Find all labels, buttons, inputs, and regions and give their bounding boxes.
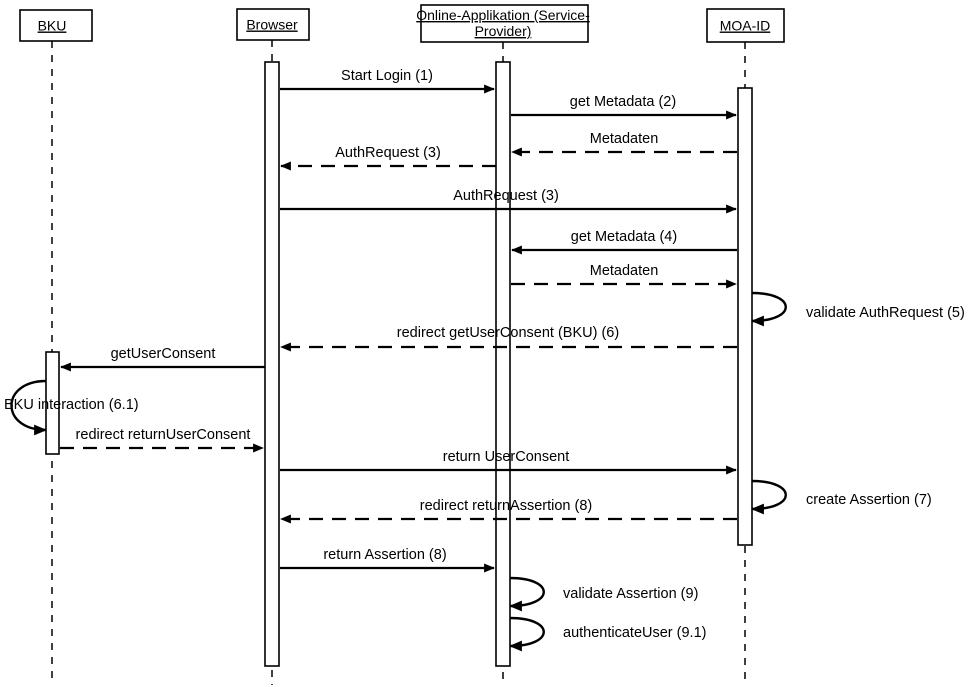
message-label-7: Metadaten — [590, 263, 659, 279]
lifeline-box-bku[interactable] — [19, 9, 93, 42]
lifeline-label-oa-line2: Provider) — [475, 23, 532, 39]
activation-bar-bku — [45, 351, 60, 455]
self-message-loop-5 — [508, 616, 545, 652]
self-message-label-5: authenticateUser (9.1) — [563, 625, 706, 641]
self-message-label-4: validate Assertion (9) — [563, 586, 698, 602]
self-message-loop-1 — [750, 291, 787, 327]
self-message-label-1: validate AuthRequest (5) — [806, 305, 965, 321]
self-message-loop-4 — [508, 576, 545, 612]
lifeline-box-moaid[interactable] — [706, 8, 785, 43]
lifeline-label-oa-line1: Online-Applikation (Service- — [416, 7, 590, 23]
activation-bar-moaid — [737, 87, 753, 546]
lifeline-box-oa[interactable] — [420, 4, 589, 43]
activation-bars — [45, 61, 753, 667]
lifeline-label-bku: BKU — [38, 18, 67, 34]
self-message-label-3: create Assertion (7) — [806, 492, 932, 508]
message-label-3: Metadaten — [590, 131, 659, 147]
message-label-13: return Assertion (8) — [323, 547, 446, 563]
message-label-5: AuthRequest (3) — [453, 188, 559, 204]
lifeline-box-browser[interactable] — [236, 8, 310, 41]
message-label-10: redirect returnUserConsent — [76, 427, 251, 443]
message-labels: Start Login (1) get Metadata (2) Metadaten… — [4, 68, 965, 641]
message-label-9: getUserConsent — [111, 346, 216, 362]
self-message-loop-2 — [10, 379, 48, 436]
message-label-6: get Metadata (4) — [571, 229, 677, 245]
message-arrows — [60, 84, 737, 573]
activation-bar-oa — [495, 61, 511, 667]
self-message-loop-3 — [750, 479, 787, 515]
message-label-1: Start Login (1) — [341, 68, 433, 84]
lifeline-label-browser: Browser — [246, 17, 298, 33]
message-label-4: AuthRequest (3) — [335, 145, 441, 161]
self-message-loops — [10, 291, 787, 652]
lifeline-header-boxes: BKU Browser Online-Applikation (Service-Pr… — [19, 4, 785, 43]
activation-bar-browser — [264, 61, 280, 667]
message-label-8: redirect getUserConsent (BKU) (6) — [397, 325, 619, 341]
lifeline-label-moaid: MOA-ID — [720, 18, 771, 34]
self-message-label-2: BKU interaction (6.1) — [4, 397, 139, 413]
message-label-2: get Metadata (2) — [570, 94, 676, 110]
message-label-12: redirect returnAssertion (8) — [420, 498, 592, 514]
message-label-11: return UserConsent — [443, 449, 570, 465]
